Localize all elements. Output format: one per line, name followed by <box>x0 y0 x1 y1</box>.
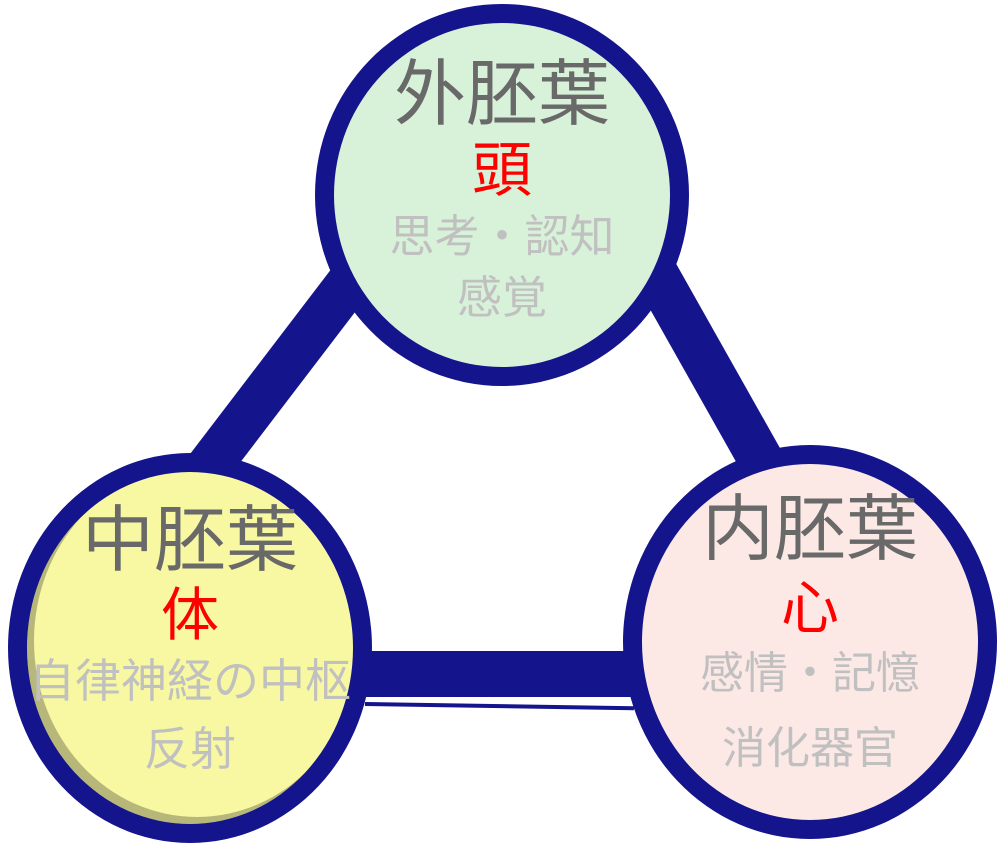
mesoderm-circle <box>8 453 372 843</box>
connector-thin-underline <box>364 702 634 711</box>
endoderm-circle <box>623 445 997 839</box>
ectoderm-circle <box>315 4 689 386</box>
